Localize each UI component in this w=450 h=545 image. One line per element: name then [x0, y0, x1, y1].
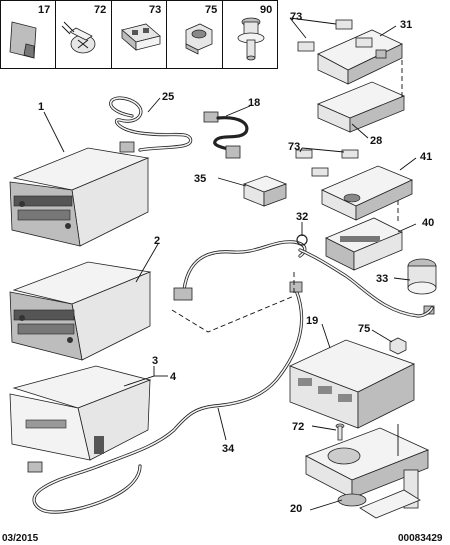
parts-table: 17 72 73 75 90	[0, 0, 278, 69]
callout-label: 34	[222, 443, 235, 455]
callout-label: 25	[162, 91, 174, 103]
footer-reference: 00083429	[398, 533, 443, 544]
radio-unit-1	[9, 147, 150, 247]
callout-label: 33	[376, 273, 388, 285]
bracket-20	[305, 427, 430, 519]
callout-label: 40	[422, 217, 434, 229]
callout-label: 72	[292, 421, 304, 433]
radio-unit-2	[9, 261, 152, 361]
bracket-35	[242, 175, 288, 207]
callout-label: 73	[290, 11, 302, 23]
socket-assembly-40	[325, 217, 403, 271]
callout-label: 19	[306, 315, 318, 327]
socket-33	[407, 258, 437, 315]
callout-label: 1	[38, 101, 44, 113]
callout-leaders	[43, 17, 417, 511]
table-cell-number: 72	[94, 4, 106, 16]
bracket-41	[295, 149, 413, 221]
callout-label: 75	[358, 323, 370, 335]
table-cell-number: 17	[38, 4, 50, 16]
callout-label: 35	[194, 173, 206, 185]
ecu-19	[288, 339, 416, 429]
radio-unit-3	[9, 365, 152, 461]
callout-label: 32	[296, 211, 308, 223]
harness-18	[203, 111, 249, 159]
nut-icon	[185, 23, 213, 55]
module-28	[316, 81, 406, 133]
callout-label: 28	[370, 135, 382, 147]
footer-date: 03/2015	[2, 533, 39, 544]
stud-icon	[237, 17, 265, 61]
callout-label: 41	[420, 151, 432, 163]
callout-label: 4	[170, 371, 177, 383]
adhesive-pad-icon	[9, 21, 37, 59]
table-cell-number: 73	[149, 4, 161, 16]
callout-label: 3	[152, 355, 158, 367]
table-cell-number: 90	[260, 4, 272, 16]
harness-32-34	[27, 234, 434, 514]
bracket-31	[297, 19, 403, 85]
screw-72	[335, 423, 345, 441]
nut-75	[389, 337, 407, 355]
callout-label: 20	[290, 503, 302, 515]
screw-icon	[61, 21, 96, 54]
table-cell-number: 75	[205, 4, 217, 16]
clip-icon	[121, 23, 161, 51]
harness-25	[109, 96, 193, 153]
callout-label: 2	[154, 235, 160, 247]
callout-label: 73	[288, 141, 300, 153]
callout-label: 18	[248, 97, 260, 109]
callout-label: 31	[400, 19, 412, 31]
